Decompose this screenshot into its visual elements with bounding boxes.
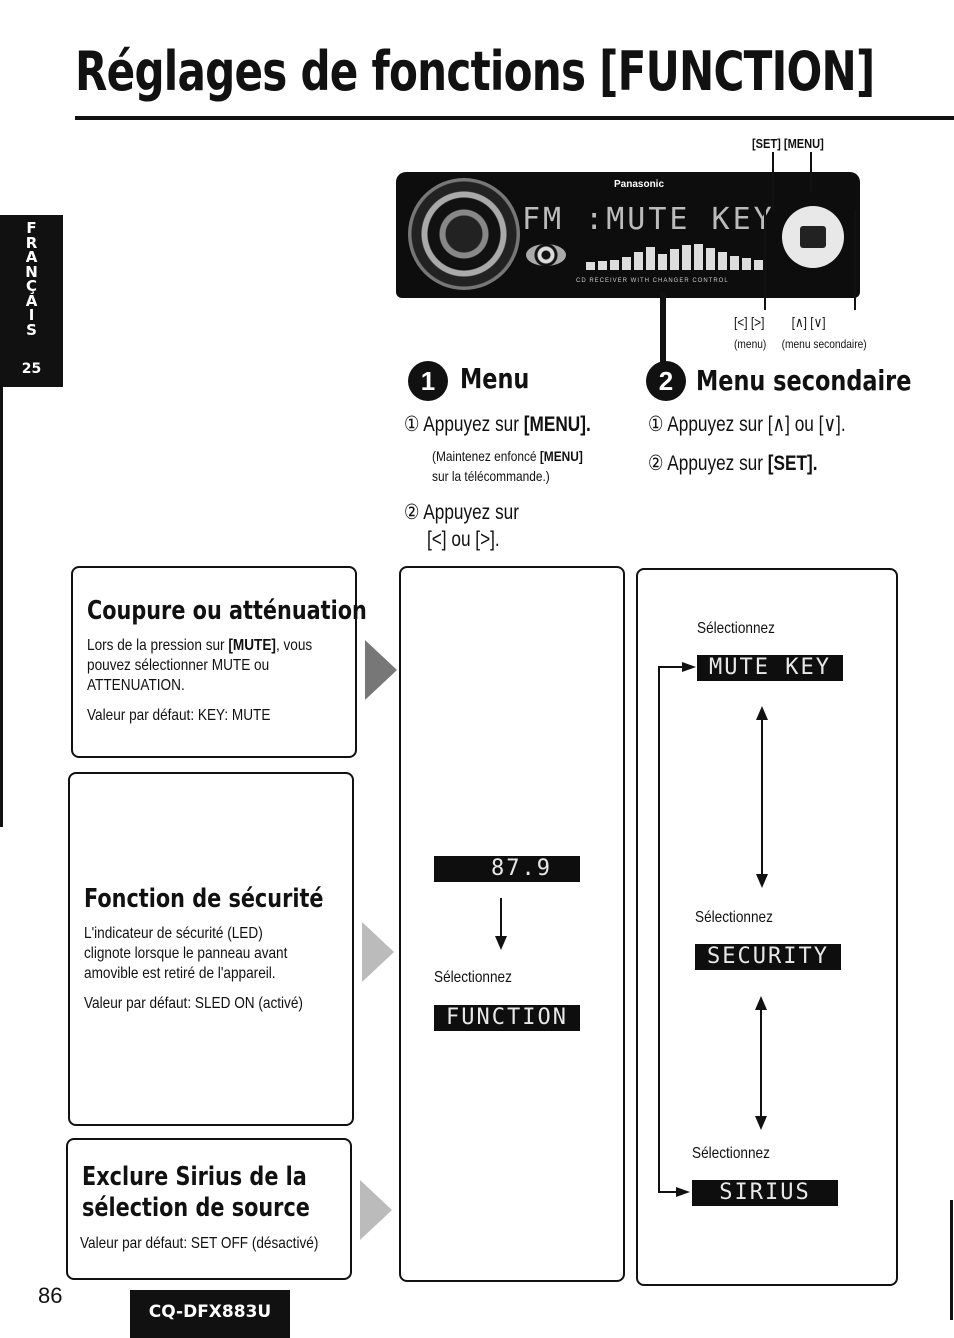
security-feature-box: Fonction de sécurité L'indicateur de séc… [68, 772, 354, 1126]
tab-letter: S [26, 320, 37, 339]
tab-letter: R [25, 233, 38, 252]
feature-default: Valeur par défaut: SET OFF (désactivé) [80, 1235, 319, 1252]
function-display: FUNCTION [434, 1005, 580, 1031]
tab-letter: I [28, 306, 35, 324]
equalizer-bar [682, 245, 691, 270]
equalizer-bar [706, 248, 715, 270]
arrow-up-icon [756, 706, 768, 720]
tab-letter: A [25, 248, 38, 266]
page-number: 86 [38, 1283, 63, 1308]
pointer-line [764, 210, 766, 310]
select-label: Sélectionnez [692, 1145, 770, 1162]
pointer-line [772, 152, 774, 212]
equalizer-bar [622, 257, 631, 270]
equalizer-bar [610, 260, 619, 270]
arrow-right-icon [360, 1180, 392, 1240]
margin-rule [0, 387, 3, 827]
frequency-display: 87.9 [434, 856, 580, 882]
equalizer-bar [670, 249, 679, 270]
equalizer-bar [658, 254, 667, 270]
security-option: SECURITY [695, 944, 841, 970]
equalizer-bar [742, 258, 751, 270]
feature-title: Fonction de sécurité [84, 884, 324, 914]
disc-eye-icon [526, 244, 566, 266]
cd-caption: CD RECEIVER WITH CHANGER CONTROL [576, 278, 729, 284]
arrow-up-icon [755, 996, 767, 1010]
step-number-badge: 2 [646, 361, 686, 401]
margin-rule-right [950, 1200, 953, 1320]
flow-line [761, 718, 763, 878]
select-label: Sélectionnez [434, 969, 512, 986]
arrow-right-icon [682, 662, 696, 672]
flow-line [500, 898, 502, 938]
submenu-heading: Menu secondaire [696, 364, 912, 397]
menu-heading: Menu [460, 362, 530, 395]
arrow-right-icon [676, 1187, 690, 1197]
feature-title: Exclure Sirius de la sélection de source [82, 1162, 310, 1223]
page-title: Réglages de fonctions [FUNCTION] [75, 40, 875, 103]
set-button-icon [800, 226, 826, 248]
submenu-step-1: ① Appuyez sur [∧] ou [∨]. [648, 413, 846, 436]
menu-flow-box [399, 566, 625, 1282]
arrow-down-icon [756, 874, 768, 888]
pointer-line [660, 292, 666, 372]
stereo-display: FM :MUTE KEY [522, 202, 775, 237]
equalizer-bar [730, 256, 739, 270]
equalizer-bar [646, 247, 655, 270]
flow-line [760, 1008, 762, 1120]
step-number-badge: 1 [408, 361, 448, 401]
equalizer-bar [586, 262, 595, 270]
sirius-option: SIRIUS [692, 1180, 838, 1206]
menu-step-1: ① Appuyez sur [MENU]. [404, 413, 591, 436]
equalizer-bar [694, 244, 703, 270]
arrow-down-icon [495, 936, 507, 950]
loop-line [658, 666, 660, 1192]
set-menu-labels: [SET] [MENU] [752, 136, 824, 151]
volume-knob-icon [408, 178, 520, 290]
tab-letter: Ç [25, 277, 37, 295]
equalizer-bars [586, 244, 766, 270]
mute-key-option: MUTE KEY [697, 655, 843, 681]
language-tab-number: 25 [21, 361, 42, 377]
pointer-line [810, 152, 812, 192]
tab-letter: N [25, 262, 38, 281]
model-badge: CQ-DFX883U [130, 1290, 290, 1338]
key-descriptions: (menu)(menu secondaire) [734, 337, 867, 351]
menu-step-2: ② Appuyez sur [<] ou [>]. [404, 501, 519, 551]
arrow-right-icon [365, 640, 397, 700]
loop-line [658, 666, 684, 668]
equalizer-bar [598, 261, 607, 270]
feature-description: L'indicateur de sécurité (LED) clignote … [84, 925, 303, 1012]
select-label: Sélectionnez [695, 909, 773, 926]
select-label: Sélectionnez [697, 620, 775, 637]
pointer-line [854, 210, 856, 310]
loop-line [658, 1191, 678, 1193]
sirius-feature-box: Exclure Sirius de la sélection de source… [66, 1138, 352, 1280]
mute-feature-box: Coupure ou atténuation Lors de la pressi… [71, 566, 367, 758]
submenu-step-2: ② Appuyez sur [SET]. [648, 452, 818, 475]
feature-title: Coupure ou atténuation [87, 596, 367, 626]
arrow-right-icon [362, 922, 394, 982]
brand-label: Panasonic [614, 179, 665, 190]
car-stereo-illustration: Panasonic FM :MUTE KEY CD RECEIVER WITH … [396, 172, 860, 298]
left-right-keys: [<] [>][∧] [∨] [734, 314, 826, 330]
equalizer-bar [634, 252, 643, 270]
feature-description: Lors de la pression sur [MUTE], vous pou… [87, 637, 313, 724]
equalizer-bar [754, 260, 763, 270]
title-rule [75, 116, 954, 120]
submenu-flow-box [636, 568, 898, 1286]
tab-letter: F [26, 219, 37, 237]
equalizer-bar [718, 252, 727, 270]
tab-letter: A [25, 291, 38, 310]
arrow-down-icon [755, 1116, 767, 1130]
menu-note: (Maintenez enfoncé [MENU] sur la télécom… [432, 448, 583, 484]
